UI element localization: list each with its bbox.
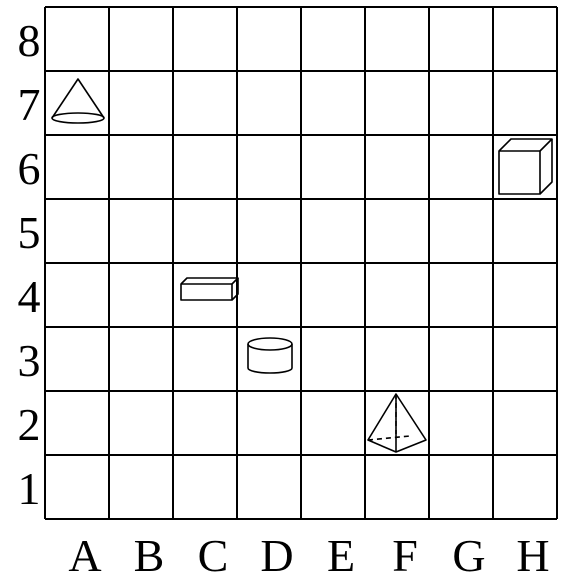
column-label: D (260, 530, 293, 579)
row-label: 7 (18, 79, 41, 130)
row-labels: 8 7 6 5 4 3 2 1 (18, 15, 41, 514)
column-label: A (68, 530, 101, 579)
pyramid-icon (368, 394, 426, 452)
column-label: B (134, 530, 165, 579)
column-label: E (327, 530, 355, 579)
column-label: F (392, 530, 418, 579)
row-label: 1 (18, 463, 41, 514)
cone-icon (52, 79, 104, 123)
cube-icon (499, 139, 552, 194)
column-label: G (452, 530, 485, 579)
rectangular-prism-icon (181, 278, 238, 300)
row-label: 5 (18, 207, 41, 258)
row-label: 8 (18, 15, 41, 66)
row-label: 4 (18, 271, 41, 322)
row-label: 2 (18, 399, 41, 450)
grid-lines (45, 7, 557, 519)
cylinder-icon (248, 338, 292, 373)
row-label: 6 (18, 143, 41, 194)
column-label: C (198, 530, 229, 579)
column-label: H (516, 530, 549, 579)
column-labels: A B C D E F G H (68, 530, 549, 579)
row-label: 3 (18, 335, 41, 386)
